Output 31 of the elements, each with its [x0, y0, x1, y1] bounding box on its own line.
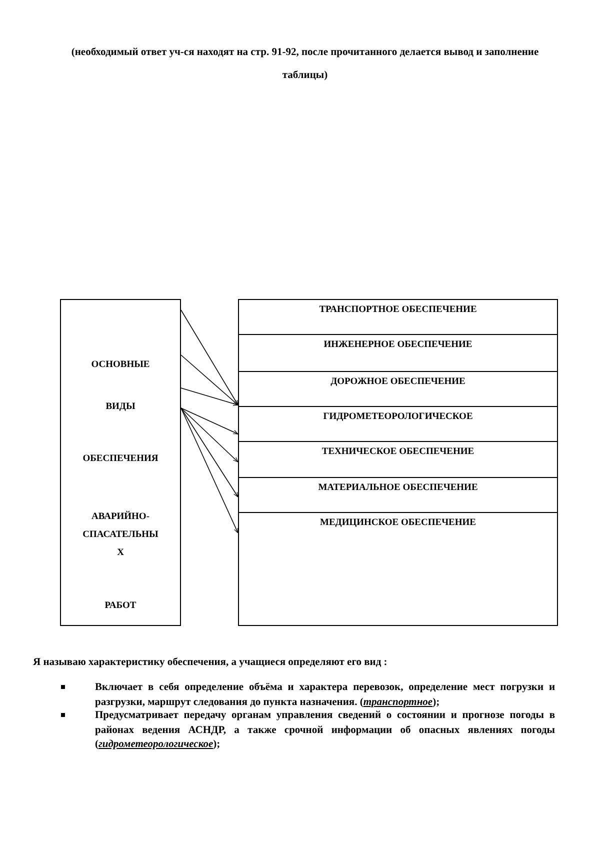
box-text: ОБЕСПЕЧЕНИЯ [82, 453, 159, 466]
instruction-note: (необходимый ответ уч-ся находят на стр. 91-92, после прочитанного делается вывод и заполнение таблицы) [70, 46, 540, 84]
arrow [180, 408, 238, 498]
table-row [238, 477, 558, 513]
arrow [180, 354, 238, 406]
arrow [180, 388, 238, 406]
category-box [60, 299, 181, 626]
box-text: МАТЕРИАЛЬНОЕ ОБЕСПЕЧЕНИЕ [317, 482, 479, 495]
box-text: ВИДЫ [104, 401, 136, 414]
arrow [180, 310, 238, 406]
arrow [180, 408, 238, 534]
box-text: ОСНОВНЫЕ [90, 359, 151, 372]
box-text: ГИДРОМЕТЕОРОЛОГИЧЕСКОЕ [322, 411, 474, 424]
table-row [238, 406, 558, 442]
bullet-item: Предусматривает передачу органам управления сведений о состоянии и прогнозе погоды в районах ведения АСНДР, а также срочной информации об опасных явлениях погоды (гидрометеорологическое); [95, 709, 555, 752]
bullet-item: Включает в себя определение объёма и характера перевозок, определение мест погрузки и разгрузки, маршрут следования до пункта назначения. (транспортное); [95, 681, 555, 710]
arrow [180, 408, 238, 462]
box-text: МЕДИЦИНСКОЕ ОБЕСПЕЧЕНИЕ [318, 517, 478, 530]
table-row [238, 299, 558, 335]
table-row [238, 441, 558, 478]
box-text: АВАРИЙНО-СПАСАТЕЛЬНЫ Х [82, 510, 159, 560]
table-row [238, 512, 558, 626]
box-text: ТЕХНИЧЕСКОЕ ОБЕСПЕЧЕНИЕ [320, 446, 476, 459]
box-text: РАБОТ [104, 600, 138, 613]
arrow [180, 408, 238, 434]
table-row [238, 334, 558, 372]
box-text: ТРАНСПОРТНОЕ ОБЕСПЕЧЕНИЕ [318, 304, 478, 317]
box-text: ДОРОЖНОЕ ОБЕСПЕЧЕНИЕ [330, 376, 466, 389]
task-heading: Я называю характеристику обеспечения, а учащиеся определяют его вид : [33, 656, 388, 670]
table-row [238, 371, 558, 407]
box-text: ИНЖЕНЕРНОЕ ОБЕСПЕЧЕНИЕ [322, 339, 474, 352]
